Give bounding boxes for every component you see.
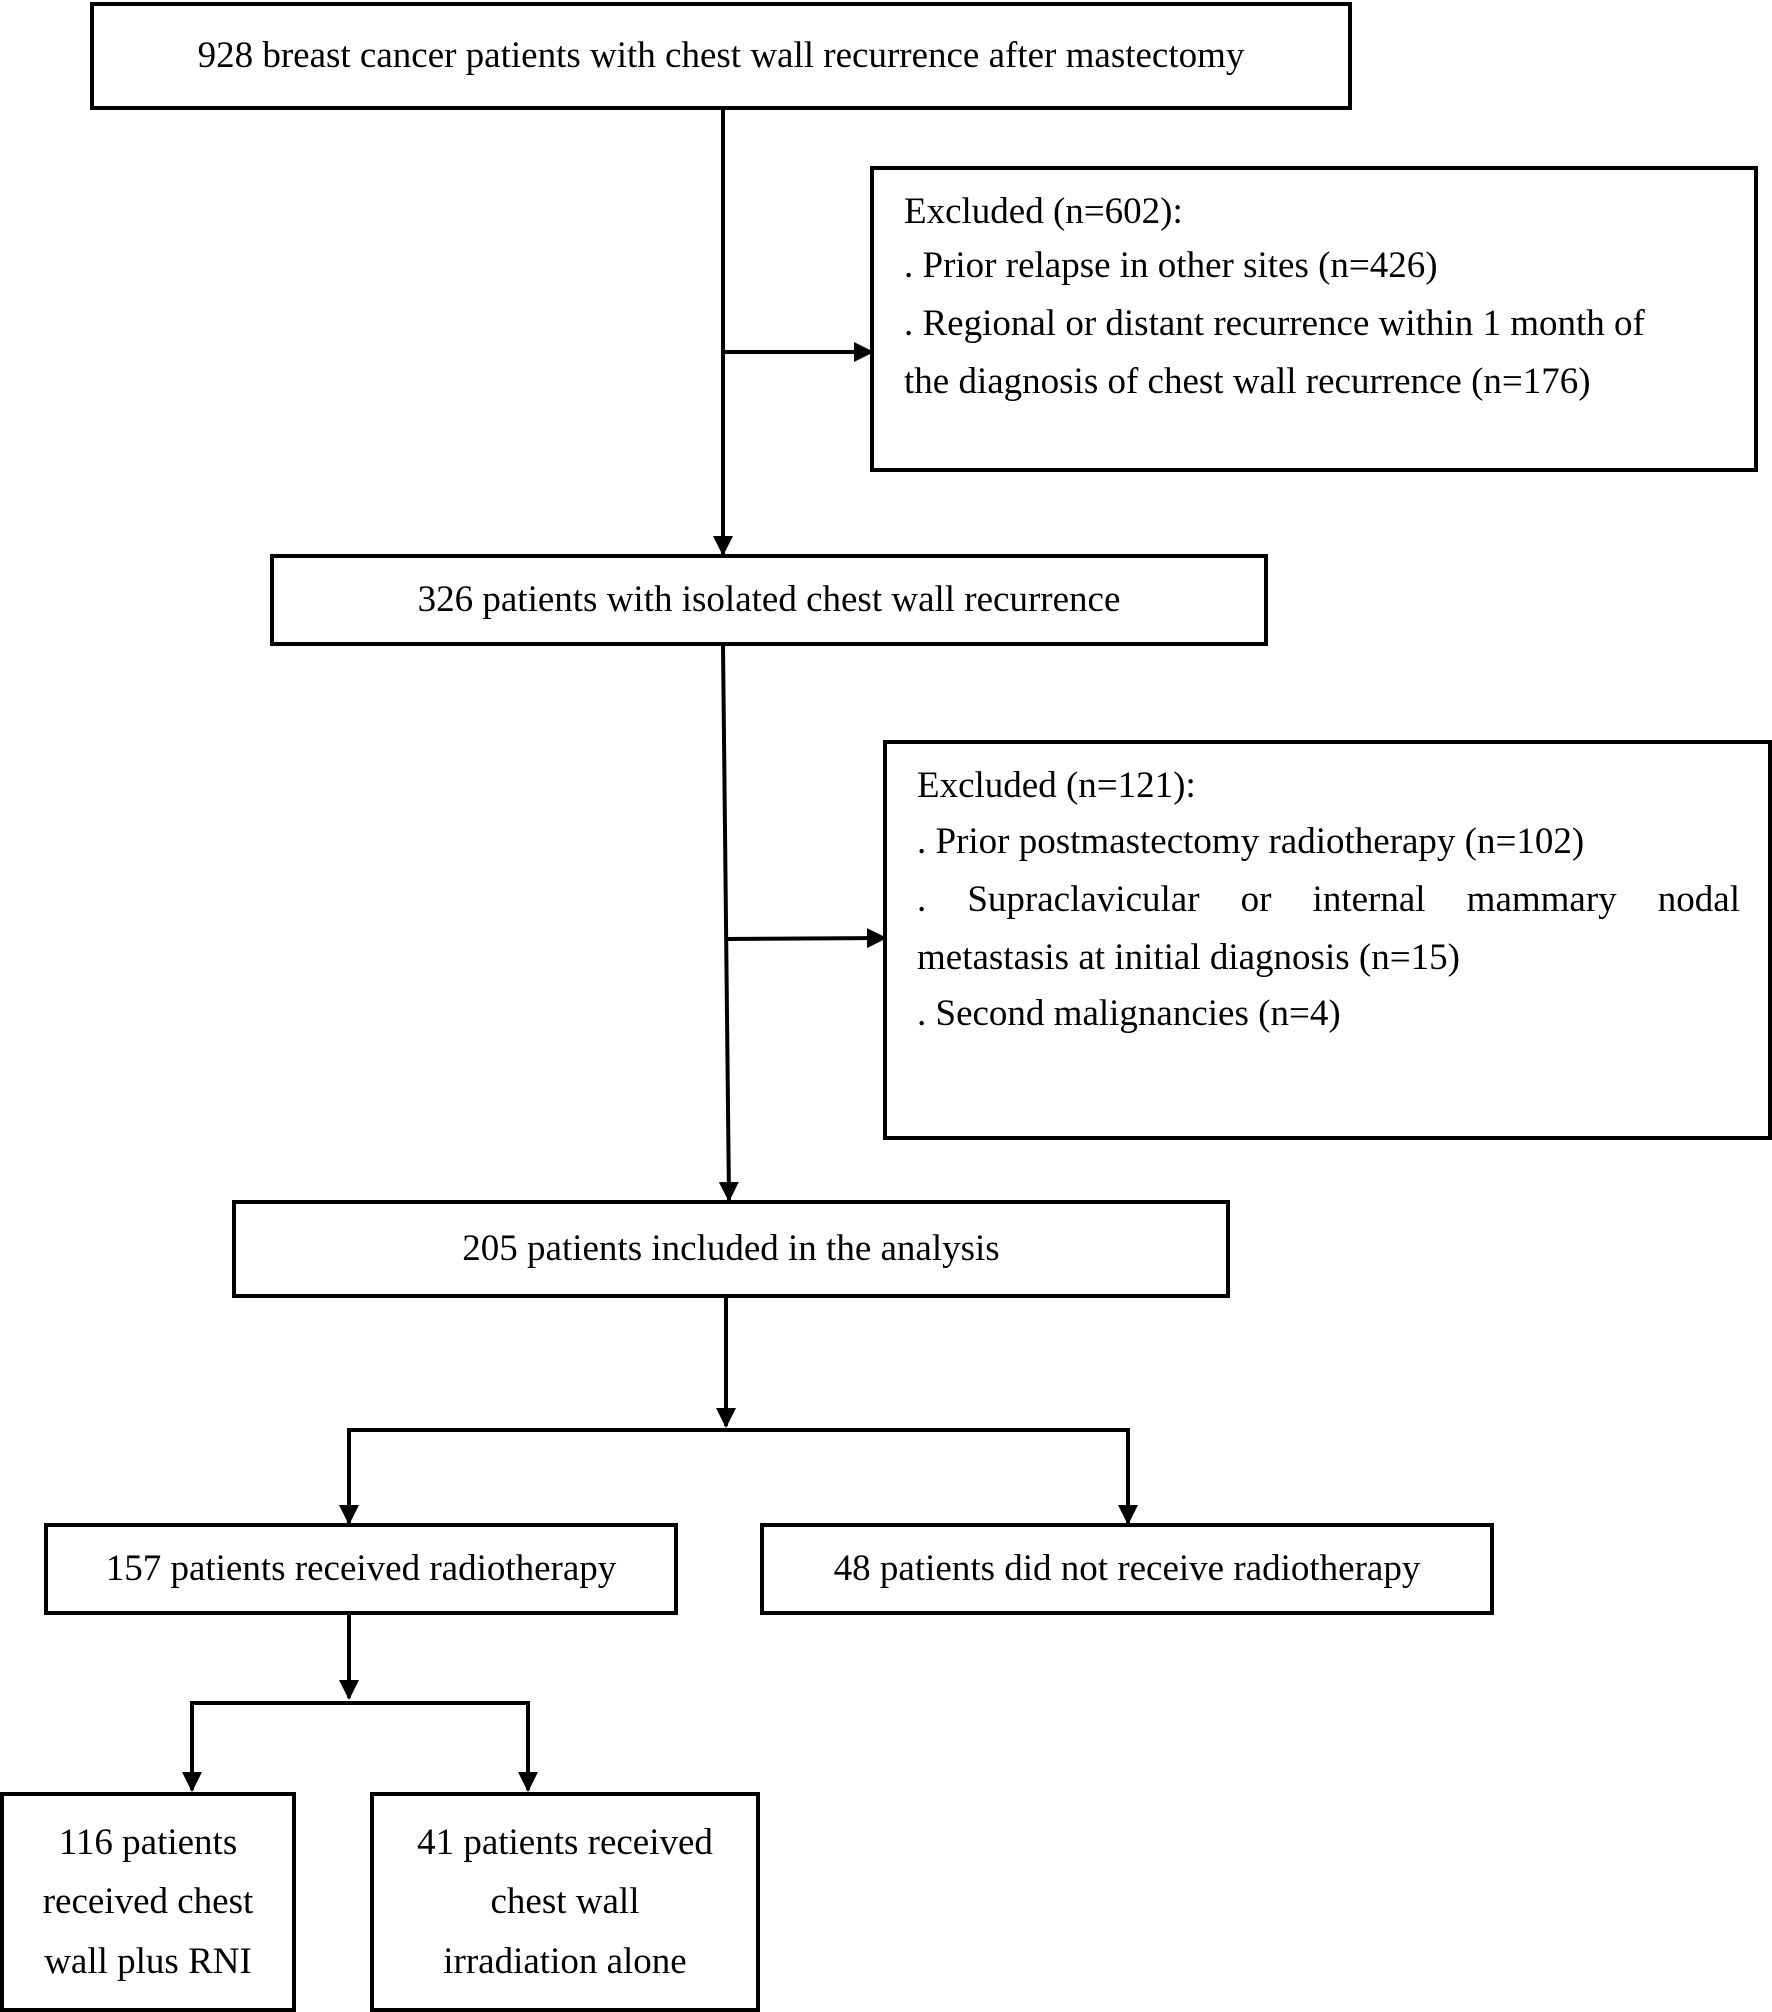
box-included-text: 205 patients included in the analysis bbox=[462, 1227, 1000, 1269]
excluded-2-item: . Second malignancies (n=4) bbox=[917, 993, 1341, 1035]
rni-line: 116 patients bbox=[58, 1822, 238, 1864]
arrow-isolated-to-included bbox=[718, 645, 739, 1202]
box-excluded-1: Excluded (n=602): . Prior relapse in oth… bbox=[870, 166, 1758, 472]
cw-line: irradiation alone bbox=[443, 1940, 687, 1982]
excluded-2-item: . Prior postmastectomy radiotherapy (n=1… bbox=[917, 821, 1585, 863]
box-no-radiotherapy-text: 48 patients did not receive radiotherapy bbox=[833, 1547, 1421, 1589]
box-start: 928 breast cancer patients with chest wa… bbox=[90, 2, 1352, 110]
excluded-1-title: Excluded (n=602): bbox=[904, 191, 1183, 232]
box-no-radiotherapy: 48 patients did not receive radiotherapy bbox=[760, 1523, 1494, 1615]
cw-line: chest wall bbox=[490, 1881, 640, 1923]
box-start-text: 928 breast cancer patients with chest wa… bbox=[197, 34, 1245, 76]
box-isolated: 326 patients with isolated chest wall re… bbox=[270, 554, 1268, 646]
rni-line: received chest bbox=[42, 1881, 254, 1923]
excluded-2-title: Excluded (n=121): bbox=[917, 765, 1196, 806]
box-excluded-2: Excluded (n=121): . Prior postmastectomy… bbox=[883, 740, 1772, 1140]
excluded-2-item: metastasis at initial diagnosis (n=15) bbox=[917, 937, 1460, 979]
excluded-2-item: . Supraclavicular or internal mammary no… bbox=[917, 879, 1740, 921]
box-chest-wall-plus-rni: 116 patients received chest wall plus RN… bbox=[0, 1792, 296, 2012]
box-included: 205 patients included in the analysis bbox=[232, 1200, 1230, 1298]
excluded-1-item: . Regional or distant recurrence within … bbox=[904, 303, 1645, 345]
box-radiotherapy: 157 patients received radiotherapy bbox=[44, 1523, 678, 1615]
box-isolated-text: 326 patients with isolated chest wall re… bbox=[417, 578, 1121, 620]
box-radiotherapy-text: 157 patients received radiotherapy bbox=[105, 1547, 617, 1589]
rni-line: wall plus RNI bbox=[44, 1940, 252, 1982]
arrow-to-excluded-2 bbox=[725, 928, 887, 949]
excluded-1-item: . Prior relapse in other sites (n=426) bbox=[904, 245, 1438, 287]
box-chest-wall-alone: 41 patients received chest wall irradiat… bbox=[370, 1792, 760, 2012]
cw-line: 41 patients received bbox=[417, 1822, 713, 1864]
excluded-1-item: the diagnosis of chest wall recurrence (… bbox=[904, 361, 1591, 403]
